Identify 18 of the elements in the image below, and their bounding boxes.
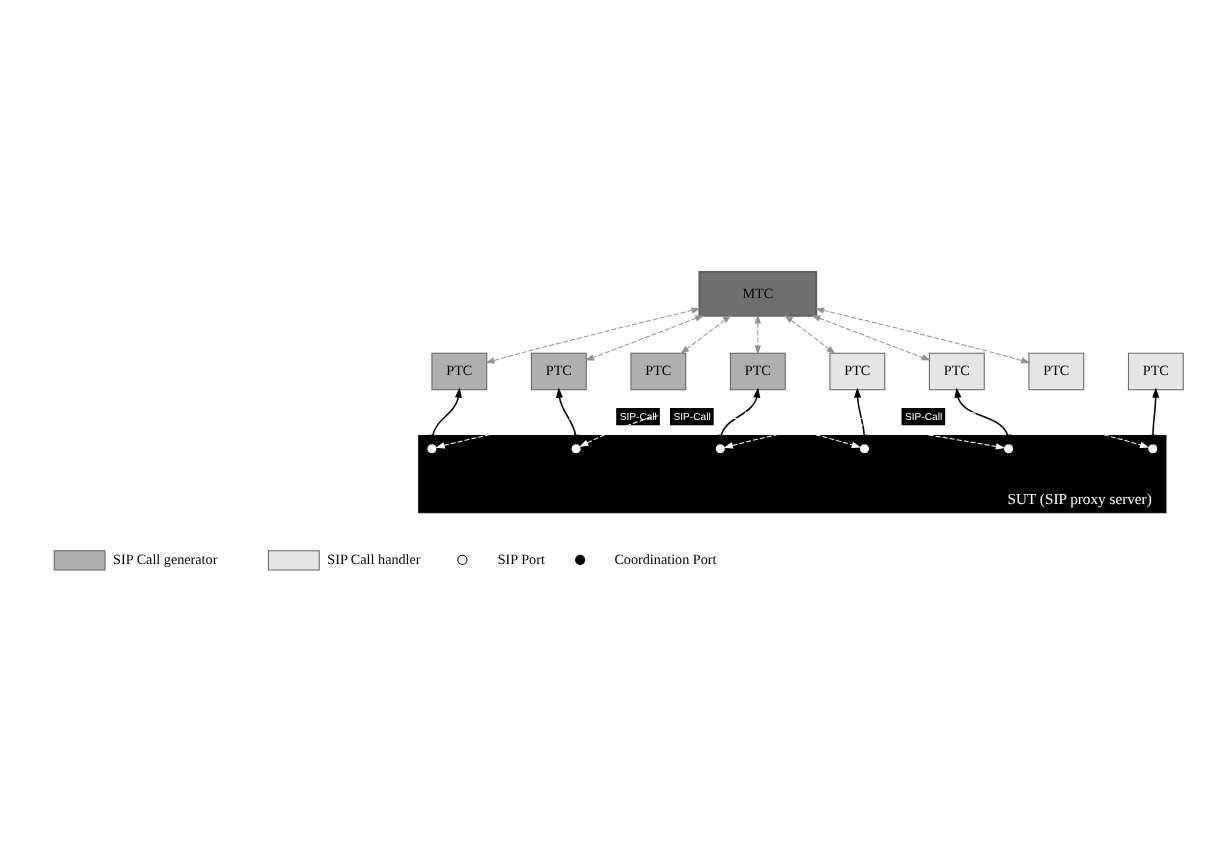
arrow	[854, 387, 868, 445]
arrow	[1149, 387, 1160, 445]
node-circle	[714, 443, 726, 455]
arrow	[584, 315, 705, 361]
arrow	[754, 314, 762, 355]
node-circle	[570, 443, 582, 455]
node-circle	[858, 443, 870, 455]
arrow	[811, 315, 931, 361]
arrow	[555, 387, 579, 445]
node-circle	[1003, 443, 1015, 455]
arrow	[723, 411, 1150, 449]
arrow	[680, 314, 732, 354]
arrow	[815, 307, 1031, 364]
arrow	[485, 307, 701, 364]
arrow	[717, 387, 761, 445]
arrow	[784, 314, 836, 354]
node-circle	[426, 443, 438, 455]
node-circle	[1147, 443, 1159, 455]
